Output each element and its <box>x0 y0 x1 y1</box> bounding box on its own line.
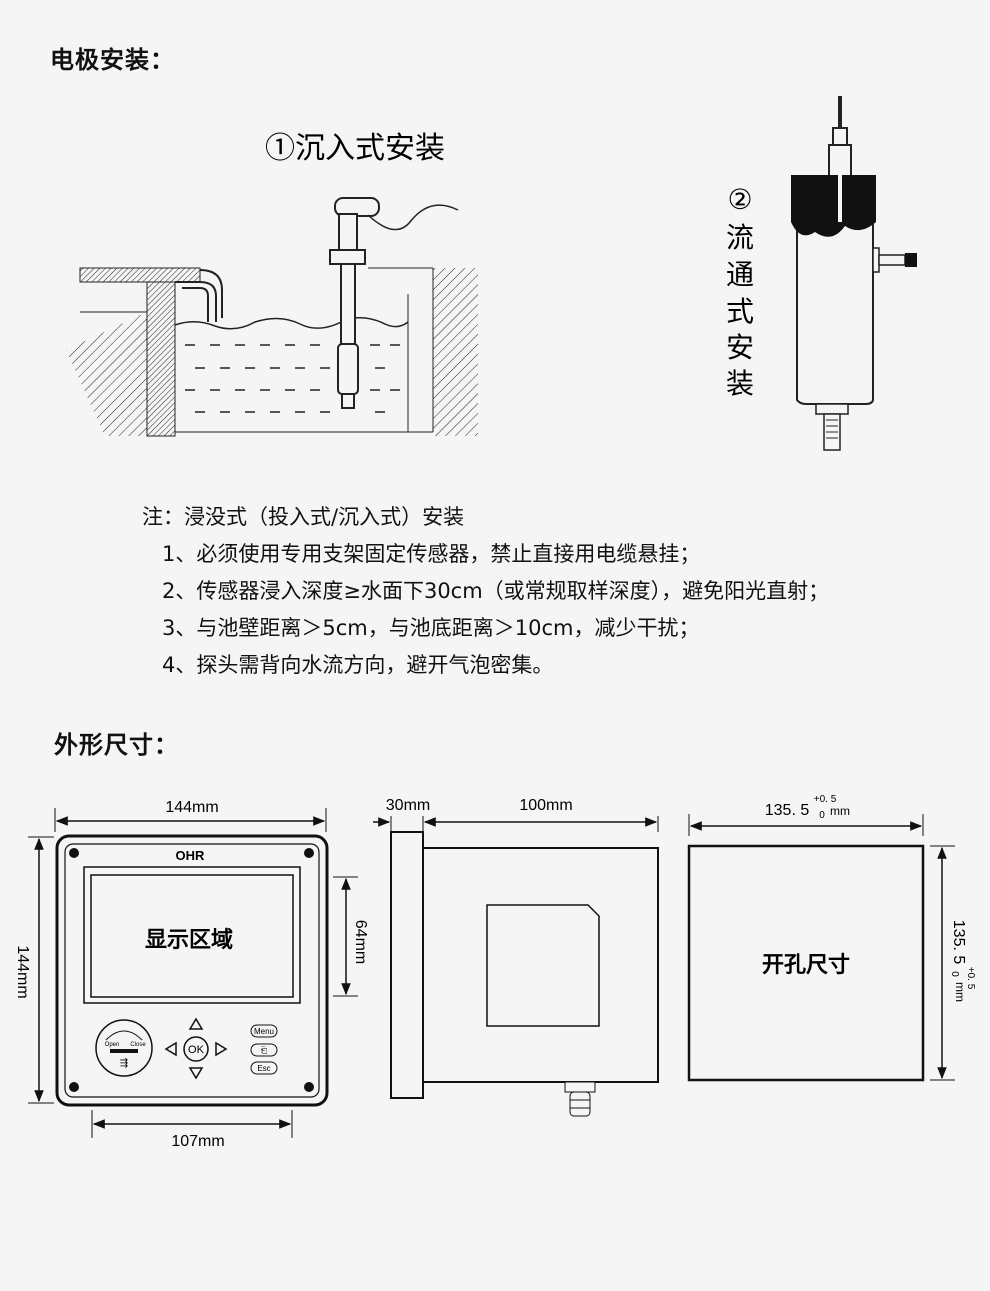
calibrate-icon: ⎗ <box>261 1046 268 1055</box>
immersion-install-title: ①沉入式安装 <box>265 131 445 166</box>
note-item: 4、探头需背向水流方向，避开气泡密集。 <box>162 653 554 677</box>
usb-close-label: Close <box>130 1042 146 1048</box>
cable-gland <box>569 1091 591 1117</box>
front-height-label: 144mm <box>14 945 31 998</box>
key-menu-button[interactable] <box>250 1024 278 1038</box>
key-menu-label: Menu <box>254 1027 274 1036</box>
key-ok-label: OK <box>188 1044 205 1056</box>
cutout-label: 开孔尺寸 <box>762 952 850 978</box>
brand-logo: OHR <box>176 848 206 863</box>
mounting-hole-tr <box>304 848 314 858</box>
flow-marker: ② <box>727 184 752 215</box>
flow-char: 安 <box>726 332 754 363</box>
usb-port-icon <box>95 1019 153 1077</box>
tank-left-wall <box>66 267 201 437</box>
mounting-hole-tl <box>69 848 79 858</box>
sensor-cable <box>367 204 459 231</box>
cutout-width-label: 135. 5 <box>765 802 810 819</box>
flow-char: 式 <box>726 296 754 327</box>
section-title-dimensions: 外形尺寸： <box>54 731 179 759</box>
usb-open-label: Open <box>105 1042 120 1048</box>
note-item: 3、与池壁距离＞5cm，与池底距离＞10cm，减少干扰； <box>162 616 700 640</box>
panel-cutout-view: 135. 5 +0. 5 0 mm 开孔尺寸 135. 5 +0. 5 0 mm <box>687 794 976 1082</box>
flow-char: 通 <box>726 259 754 290</box>
immersion-sensor <box>329 197 380 409</box>
display-height-label: 64mm <box>352 920 369 964</box>
cutout-height-label: 135. 5 <box>950 920 967 965</box>
side-front-bezel <box>390 831 424 1099</box>
install-notes: 注：浸没式（投入式/沉入式）安装 1、必须使用专用支架固定传感器，禁止直接用电缆… <box>142 499 829 684</box>
key-up-icon[interactable] <box>188 1017 204 1030</box>
mounting-hole-br <box>304 1082 314 1092</box>
section-title-electrode-install: 电极安装： <box>50 46 175 74</box>
side-view: 30mm 100mm <box>373 797 659 1117</box>
front-depth-label: 30mm <box>386 797 430 814</box>
cutout-width-tol-upper: +0. 5 <box>814 794 837 805</box>
flow-char: 流 <box>726 222 754 253</box>
note-item: 2、传感器浸入深度≥水面下30cm（或常规取样深度），避免阳光直射； <box>162 579 830 603</box>
cutout-width-unit: mm <box>830 804 850 818</box>
water-body <box>185 344 400 413</box>
usb-symbol-icon: ⇶ <box>120 1057 128 1069</box>
flow-through-sensor <box>791 96 917 451</box>
key-ok-button[interactable] <box>183 1036 209 1062</box>
flow-through-title: ② 流 通 式 安 装 <box>726 184 754 399</box>
key-left-icon[interactable] <box>164 1041 177 1057</box>
key-cal-button[interactable] <box>250 1043 278 1057</box>
water-surface <box>174 317 409 330</box>
cutout-height-unit: mm <box>953 982 967 1002</box>
key-esc-button[interactable] <box>250 1061 278 1075</box>
display-area-label: 显示区域 <box>145 927 233 953</box>
tank-right-wall <box>175 267 478 436</box>
note-item: 1、必须使用专用支架固定传感器，禁止直接用电缆悬挂； <box>162 542 701 566</box>
key-down-icon[interactable] <box>188 1067 204 1080</box>
key-right-icon[interactable] <box>215 1041 228 1057</box>
display-area <box>90 874 294 998</box>
key-esc-label: Esc <box>257 1064 270 1073</box>
cutout-height-tol-upper: +0. 5 <box>965 967 976 990</box>
flow-char: 装 <box>726 368 754 399</box>
cutout-height-tol-lower: 0 <box>949 971 960 977</box>
mounting-hole-bl <box>69 1082 79 1092</box>
cutout-area <box>687 844 925 1082</box>
body-depth-label: 100mm <box>519 797 572 814</box>
front-width-label: 144mm <box>165 799 218 816</box>
installation-diagrams: ①沉入式安装 <box>66 96 917 451</box>
front-view: 144mm 144mm OHR 显示区域 64mm Open Close ⇶ <box>14 799 369 1150</box>
dimension-diagrams: 144mm 144mm OHR 显示区域 64mm Open Close ⇶ <box>14 794 976 1150</box>
cutout-width-tol-lower: 0 <box>819 810 825 821</box>
side-label-plate <box>486 904 600 1027</box>
bottom-width-label: 107mm <box>171 1133 224 1150</box>
notes-header: 注：浸没式（投入式/沉入式）安装 <box>142 505 465 529</box>
